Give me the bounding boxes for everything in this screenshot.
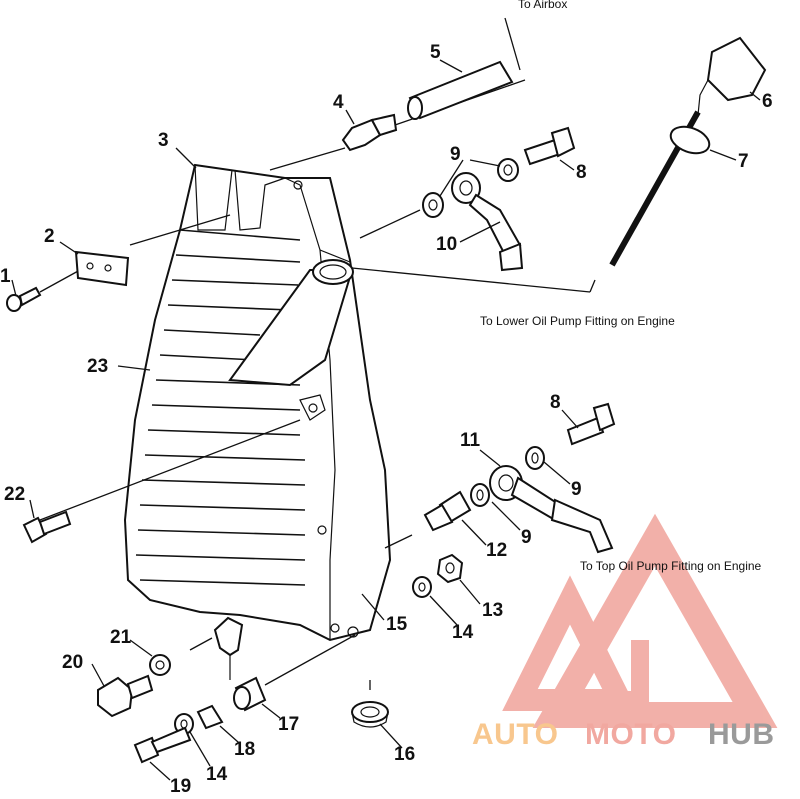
part-12-sensor bbox=[423, 490, 472, 532]
callout-13: 13 bbox=[482, 600, 503, 621]
part-11-banjo-fitting bbox=[489, 465, 614, 554]
part-21-washer bbox=[149, 654, 171, 676]
callout-3: 3 bbox=[158, 130, 169, 151]
part-13-nut bbox=[436, 553, 464, 584]
part-5-hose bbox=[407, 60, 514, 120]
part-16-grommet bbox=[351, 701, 389, 728]
callout-leaders bbox=[11, 59, 761, 781]
part-7-oring bbox=[669, 125, 711, 155]
callout-12: 12 bbox=[486, 540, 507, 561]
callout-22: 22 bbox=[4, 484, 25, 505]
callout-7: 7 bbox=[738, 151, 749, 172]
callout-8-upper: 8 bbox=[576, 162, 587, 183]
watermark-logo bbox=[502, 513, 778, 728]
callout-9-lower: 9 bbox=[521, 527, 532, 548]
part-22-bolt bbox=[22, 510, 72, 544]
watermark-hub: HUB bbox=[708, 718, 775, 751]
note-to-airbox: To Airbox bbox=[518, 0, 567, 11]
callout-4: 4 bbox=[333, 92, 344, 113]
callout-11: 11 bbox=[460, 430, 481, 451]
part-18-sleeve bbox=[196, 704, 224, 730]
callout-16: 16 bbox=[394, 744, 415, 765]
part-20-drain-plug bbox=[97, 674, 154, 718]
callout-21: 21 bbox=[110, 627, 132, 648]
part-2-bracket bbox=[74, 250, 130, 287]
callout-15: 15 bbox=[386, 614, 408, 635]
part-1-screw bbox=[6, 269, 81, 312]
part-17-spacer bbox=[233, 676, 267, 712]
callout-19: 19 bbox=[170, 776, 191, 794]
callout-5: 5 bbox=[430, 42, 441, 63]
callout-9-upper: 9 bbox=[450, 144, 461, 165]
callout-14-lower: 14 bbox=[206, 764, 228, 785]
callout-1: 1 bbox=[0, 266, 11, 287]
note-to-top-pump: To Top Oil Pump Fitting on Engine bbox=[580, 559, 762, 573]
callout-17: 17 bbox=[278, 714, 299, 735]
tank-ribs bbox=[135, 229, 306, 586]
part-8-bolt-upper bbox=[523, 126, 576, 166]
part-14-washer-upper bbox=[412, 576, 432, 598]
part-4-fitting bbox=[341, 113, 398, 152]
note-to-lower-pump: To Lower Oil Pump Fitting on Engine bbox=[480, 314, 675, 328]
watermark-auto: AUTO bbox=[472, 718, 558, 751]
part-9-washers bbox=[422, 158, 545, 507]
part-19-bolt bbox=[133, 726, 192, 764]
callout-23: 23 bbox=[87, 356, 108, 377]
watermark-moto: MOTO bbox=[585, 718, 676, 751]
callout-6: 6 bbox=[762, 91, 773, 112]
oil-tank bbox=[123, 163, 392, 680]
callout-8-lower: 8 bbox=[550, 392, 561, 413]
callout-10: 10 bbox=[436, 234, 457, 255]
callout-14-upper: 14 bbox=[452, 622, 474, 643]
callout-2: 2 bbox=[44, 226, 55, 247]
callout-20: 20 bbox=[62, 652, 83, 673]
callout-9-right: 9 bbox=[571, 479, 582, 500]
part-10-banjo-fitting bbox=[451, 172, 524, 272]
callout-18: 18 bbox=[234, 739, 255, 760]
part-8-bolt-lower bbox=[566, 402, 616, 446]
